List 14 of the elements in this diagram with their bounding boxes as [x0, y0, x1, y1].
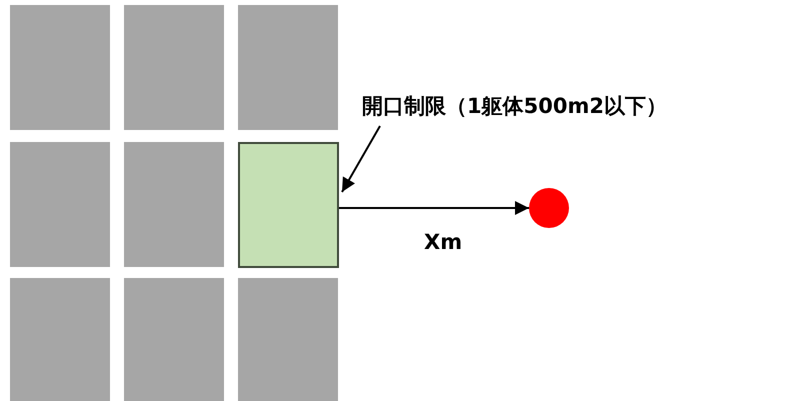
highlighted-building-box — [238, 142, 339, 268]
edge-label: Xm — [424, 230, 462, 254]
building-box — [10, 142, 110, 267]
building-box — [124, 278, 224, 401]
building-box — [238, 5, 338, 130]
building-box — [10, 5, 110, 130]
building-box — [10, 278, 110, 401]
annotation-text: 開口制限（1躯体500m2以下） — [362, 92, 667, 120]
distance-arrow — [339, 201, 529, 215]
building-box — [238, 278, 338, 401]
target-point-circle — [529, 188, 569, 228]
leader-arrow — [341, 126, 381, 192]
building-box — [124, 5, 224, 130]
building-box — [124, 142, 224, 267]
